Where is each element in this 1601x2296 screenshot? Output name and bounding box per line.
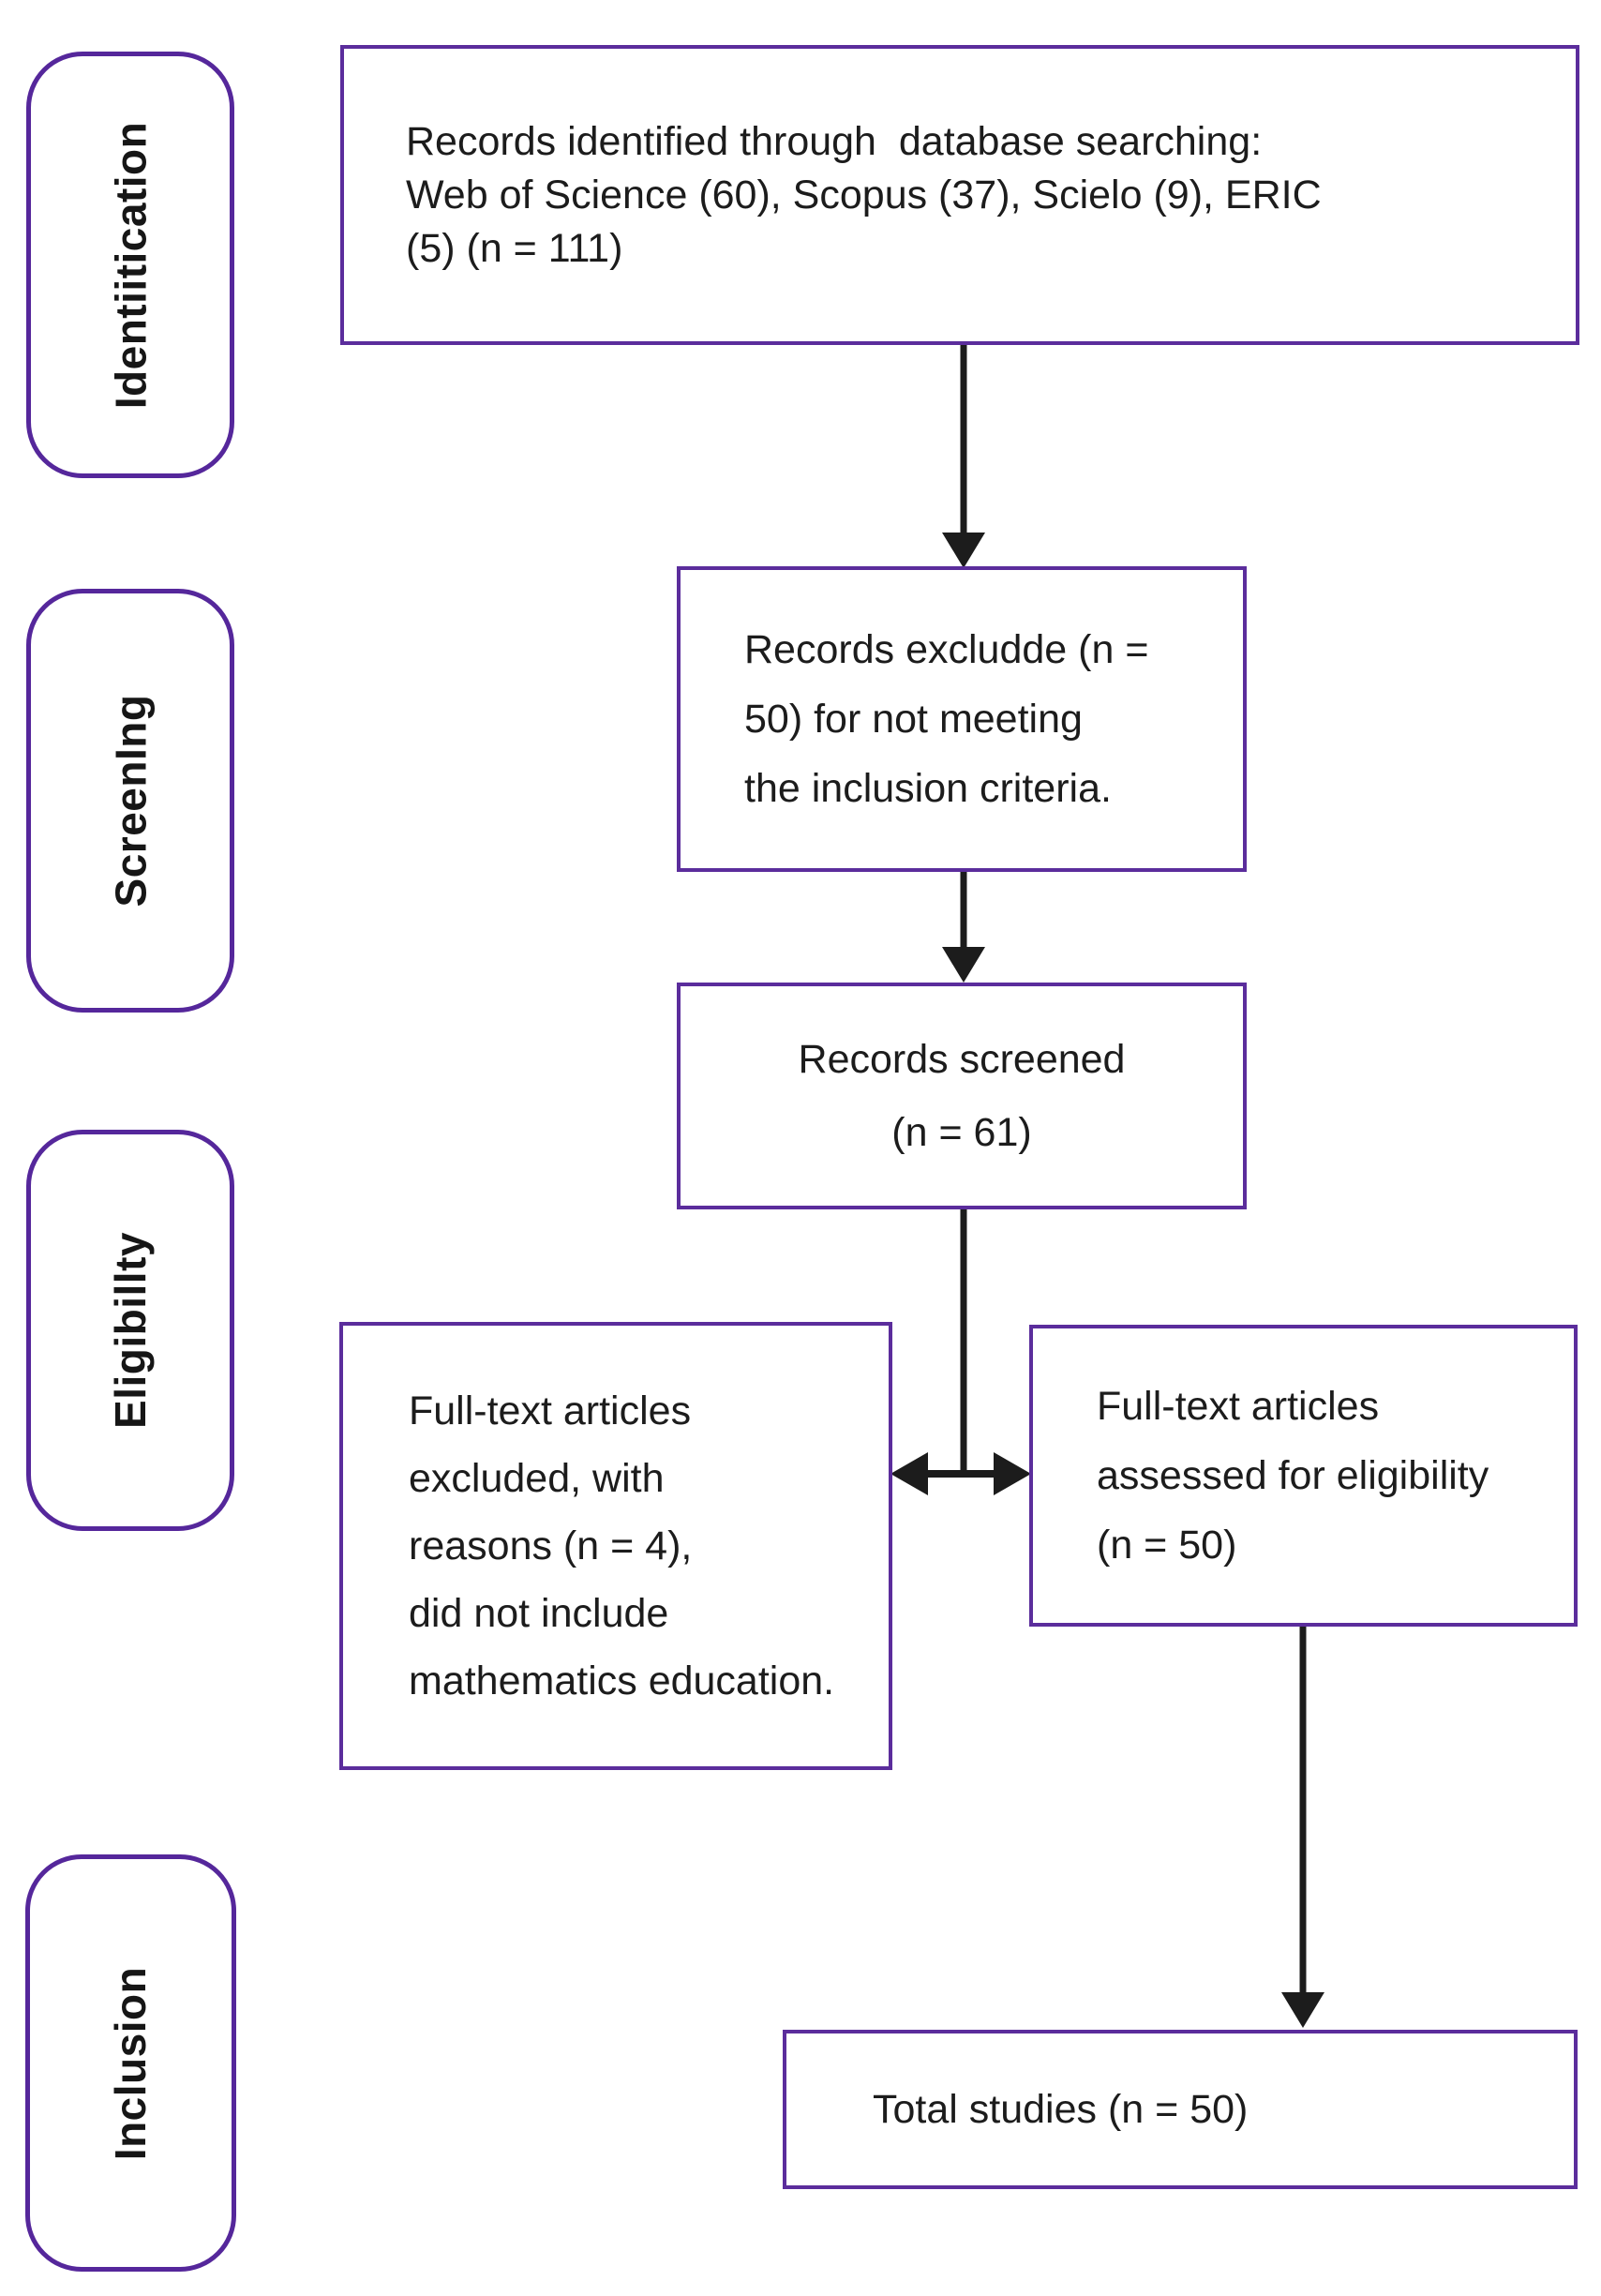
box-fulltext-excluded: Full-text articles excluded, with reason…: [339, 1322, 892, 1770]
box-records-excluded-text: Records excludde (n = 50) for not meetin…: [744, 627, 1149, 811]
box-records-excluded: Records excludde (n = 50) for not meetin…: [677, 566, 1247, 872]
double-arrow-excluded-assessed: [890, 1452, 1031, 1495]
arrow-excluded-to-screened: [942, 870, 985, 983]
stage-label-identification: Identiitication: [26, 52, 234, 478]
box-fulltext-assessed-text: Full-text articles assessed for eligibil…: [1097, 1384, 1489, 1568]
stage-label-screening-text: ScreenIng: [106, 694, 156, 908]
arrow-assessed-to-total: [1281, 1627, 1324, 2028]
box-total-studies-text: Total studies (n = 50): [873, 2087, 1249, 2132]
stage-label-screening: ScreenIng: [26, 589, 234, 1013]
box-records-screened-text: Records screened (n = 61): [798, 1037, 1126, 1155]
box-total-studies: Total studies (n = 50): [783, 2030, 1578, 2189]
box-records-screened: Records screened (n = 61): [677, 983, 1247, 1209]
stage-label-inclusion: Inclusion: [25, 1854, 236, 2272]
box-fulltext-assessed: Full-text articles assessed for eligibil…: [1029, 1325, 1578, 1627]
stage-label-eligibility-text: Eligibillty: [106, 1232, 155, 1429]
box-records-identified-text: Records identified through database sear…: [406, 118, 1322, 271]
stage-label-inclusion-text: Inclusion: [106, 1966, 156, 2160]
stage-label-eligibility: Eligibillty: [26, 1130, 234, 1531]
box-fulltext-excluded-text: Full-text articles excluded, with reason…: [409, 1388, 835, 1703]
arrow-identified-to-excluded: [942, 345, 985, 568]
stage-label-identification-text: Identiitication: [106, 121, 155, 409]
box-records-identified: Records identified through database sear…: [340, 45, 1579, 345]
